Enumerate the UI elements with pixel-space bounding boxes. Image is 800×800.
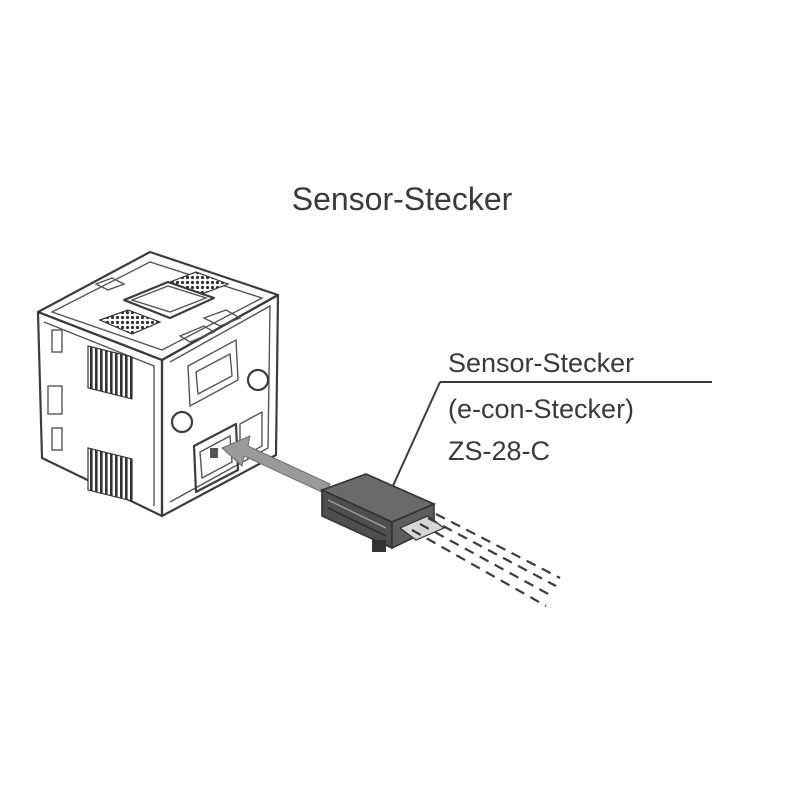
vent-pad <box>98 309 162 335</box>
callout-label-name: Sensor-Stecker <box>448 348 634 378</box>
diagram-title: Sensor-Stecker <box>292 181 513 217</box>
sensor-cable <box>411 513 561 607</box>
callout-label-type: (e-con-Stecker) <box>448 394 634 424</box>
connector-socket <box>192 422 240 494</box>
front-vent <box>87 345 133 400</box>
sensor-unit <box>36 250 280 518</box>
callout-leader <box>391 381 712 489</box>
front-vent <box>87 447 133 502</box>
callout-label-model: ZS-28-C <box>448 436 550 466</box>
sensor-connector <box>319 473 446 552</box>
